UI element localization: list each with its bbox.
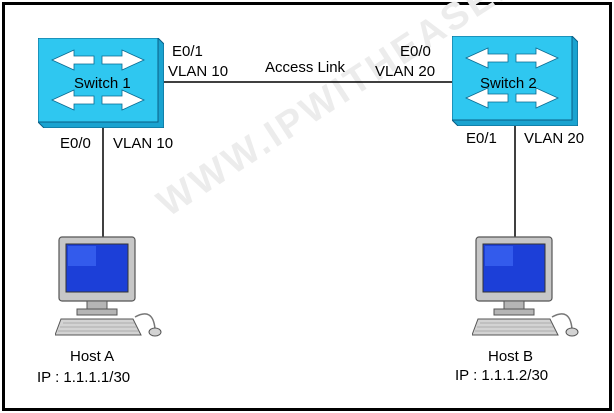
switch-2-label: Switch 2	[480, 75, 537, 92]
switch1-port-bottom: E0/0	[60, 135, 91, 152]
host-b-computer-icon[interactable]	[472, 235, 582, 345]
host-a-computer-icon[interactable]	[55, 235, 165, 345]
switch-2-icon[interactable]	[452, 36, 578, 126]
switch2-port-top: E0/0	[400, 43, 431, 60]
host-a-name: Host A	[70, 348, 115, 365]
switch1-vlan-bottom: VLAN 10	[113, 135, 174, 152]
host-a-ip: IP : 1.1.1.1/30	[37, 369, 131, 386]
switch2-port-bottom: E0/1	[466, 130, 497, 147]
switch2-vlan-top: VLAN 20	[375, 63, 436, 80]
host-b-name: Host B	[488, 348, 534, 365]
switch2-vlan-bottom: VLAN 20	[524, 130, 585, 147]
switch1-port-top: E0/1	[172, 43, 203, 60]
switch-1-icon[interactable]	[38, 38, 164, 128]
switch1-vlan-top: VLAN 10	[168, 63, 229, 80]
switch-1-label: Switch 1	[74, 75, 131, 92]
access-link-label: Access Link	[265, 59, 346, 76]
host-b-ip: IP : 1.1.1.2/30	[455, 367, 549, 384]
